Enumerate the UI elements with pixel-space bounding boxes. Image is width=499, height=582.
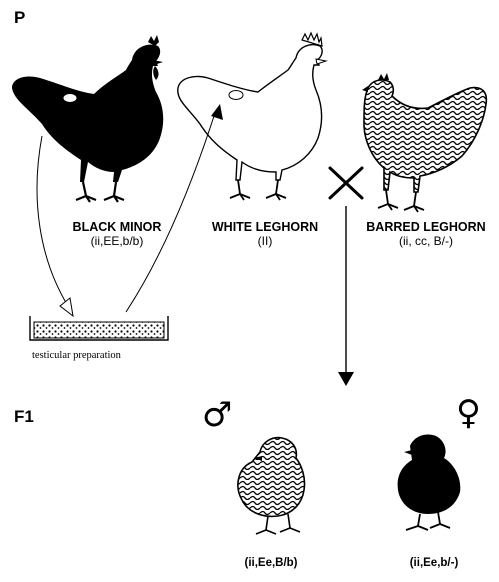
testicular-preparation-tray — [30, 316, 168, 340]
barred-leghorn-hen-icon — [362, 73, 486, 212]
barred-leghorn-label-group: BARRED LEGHORN (ii, cc, B/-) — [356, 220, 496, 248]
f1-male-chick-icon — [238, 438, 305, 534]
white-leghorn-name: WHITE LEGHORN — [200, 220, 330, 234]
testicular-preparation-label: testicular preparation — [32, 350, 121, 361]
white-leghorn-hen-icon — [178, 33, 326, 200]
f1-male-genotype: (ii,Ee,B/b) — [228, 557, 314, 569]
cross-to-f1-arrow — [338, 206, 354, 386]
f1-female-genotype: (ii,Ee,b/-) — [394, 557, 474, 569]
f1-female-chick-icon — [398, 434, 461, 530]
black-minor-rooster-icon — [12, 35, 163, 202]
black-minor-genotype: (ii,EE,b/b) — [42, 234, 192, 248]
male-symbol-icon: ♂ — [202, 398, 232, 432]
barred-leghorn-name: BARRED LEGHORN — [356, 220, 496, 234]
white-leghorn-label-group: WHITE LEGHORN (II) — [200, 220, 330, 248]
black-minor-label-group: BLACK MINOR (ii,EE,b/b) — [42, 220, 192, 248]
black-minor-name: BLACK MINOR — [42, 220, 192, 234]
white-leghorn-genotype: (II) — [200, 234, 330, 248]
female-symbol-icon: ♀ — [456, 396, 481, 430]
cross-symbol-icon — [330, 168, 362, 198]
barred-leghorn-genotype: (ii, cc, B/-) — [356, 234, 496, 248]
